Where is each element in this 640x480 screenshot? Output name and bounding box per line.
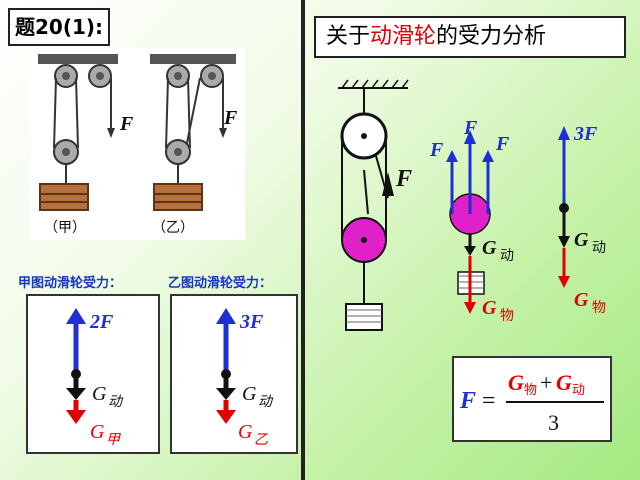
vertical-divider [301, 0, 305, 480]
force-mid-label: F [463, 117, 478, 139]
formula-sub2: 动 [572, 382, 585, 397]
formula-eq: = [482, 388, 496, 414]
formula-plus: + [540, 370, 552, 395]
arrow-g-b [216, 388, 236, 400]
force-box-a: 2F G 动 G 甲 [26, 294, 160, 454]
force-arrow-right [482, 150, 494, 162]
ceiling-beam-a [38, 54, 118, 64]
summary-load: G [574, 289, 589, 311]
g-dyn-sub: 动 [500, 248, 514, 264]
movable-pulley-analysis: F F F F G 动 G 物 3F G 动 G 物 [338, 79, 606, 331]
formula-lhs: F [459, 388, 476, 414]
force-arrow-left [446, 150, 458, 162]
formula-g2: G [556, 370, 572, 395]
formula-g1: G [508, 370, 524, 395]
arrow-up-a [66, 308, 86, 324]
load-sub-b: 乙 [254, 433, 268, 448]
g-dyn-sub-a: 动 [108, 394, 124, 410]
summary-g-arrow [558, 236, 570, 248]
summary-g-sub: 动 [592, 240, 606, 256]
arrow-load-b [216, 410, 236, 424]
load-sub: 物 [500, 308, 514, 324]
formula-box: F = G 物 + G 动 3 [452, 356, 612, 442]
g-dyn-b: G [242, 383, 257, 405]
caption-a: 甲图动滑轮受力： [18, 276, 123, 291]
problem-label: 题20(1): [8, 8, 110, 46]
summary-dot [559, 203, 569, 213]
load-a: G [90, 421, 105, 443]
g-dyn-a: G [92, 383, 107, 405]
pull-force-label: F [395, 166, 412, 192]
force-diagram-a: 2F G 动 G 甲 [66, 308, 124, 448]
load-arrow [464, 302, 476, 314]
caption-b: 乙图动滑轮受力： [168, 276, 273, 291]
pulley-systems-figure: F F （甲） （乙） [30, 48, 245, 240]
force-label-b: F [223, 107, 238, 129]
load-sub-a: 甲 [106, 433, 121, 448]
g-dyn-label: G [482, 237, 497, 259]
title-highlight: 动滑轮 [370, 24, 437, 49]
load-b: G [238, 421, 253, 443]
title-prefix: 关于 [326, 24, 371, 49]
force-arrow-mid [464, 130, 476, 144]
arrow-g-a [66, 388, 86, 400]
summary-top-force: 3F [573, 123, 598, 145]
arrow-load-a [66, 410, 86, 424]
label-a: （甲） [44, 220, 86, 236]
crate-b [153, 183, 203, 211]
force-right-label: F [495, 133, 510, 155]
summary-load-sub: 物 [592, 300, 606, 316]
crate-a [39, 183, 89, 211]
formula-denominator: 3 [548, 410, 559, 435]
top-force-b: 3F [239, 311, 264, 333]
formula-sub1: 物 [524, 382, 537, 397]
summary-g: G [574, 229, 589, 251]
load-label: G [482, 297, 497, 319]
g-dyn-sub-b: 动 [258, 394, 274, 410]
summary-load-arrow [558, 276, 570, 288]
force-left-label: F [429, 139, 444, 161]
force-box-b: 3F G 动 G 乙 [170, 294, 298, 454]
force-label-a: F [119, 113, 134, 135]
arrow-up-b [216, 308, 236, 324]
summary-arrow-up [558, 126, 570, 140]
top-force-a: 2F [89, 311, 114, 333]
title-suffix: 的受力分析 [436, 24, 547, 49]
load-box [345, 303, 383, 331]
label-b: （乙） [152, 220, 194, 236]
force-diagram-b: 3F G 动 G 乙 [216, 308, 274, 448]
g-dyn-arrow [464, 246, 476, 256]
formula: F = G 物 + G 动 3 [459, 370, 604, 435]
page-title: 关于动滑轮的受力分析 [314, 16, 626, 58]
ceiling-beam-b [150, 54, 236, 64]
